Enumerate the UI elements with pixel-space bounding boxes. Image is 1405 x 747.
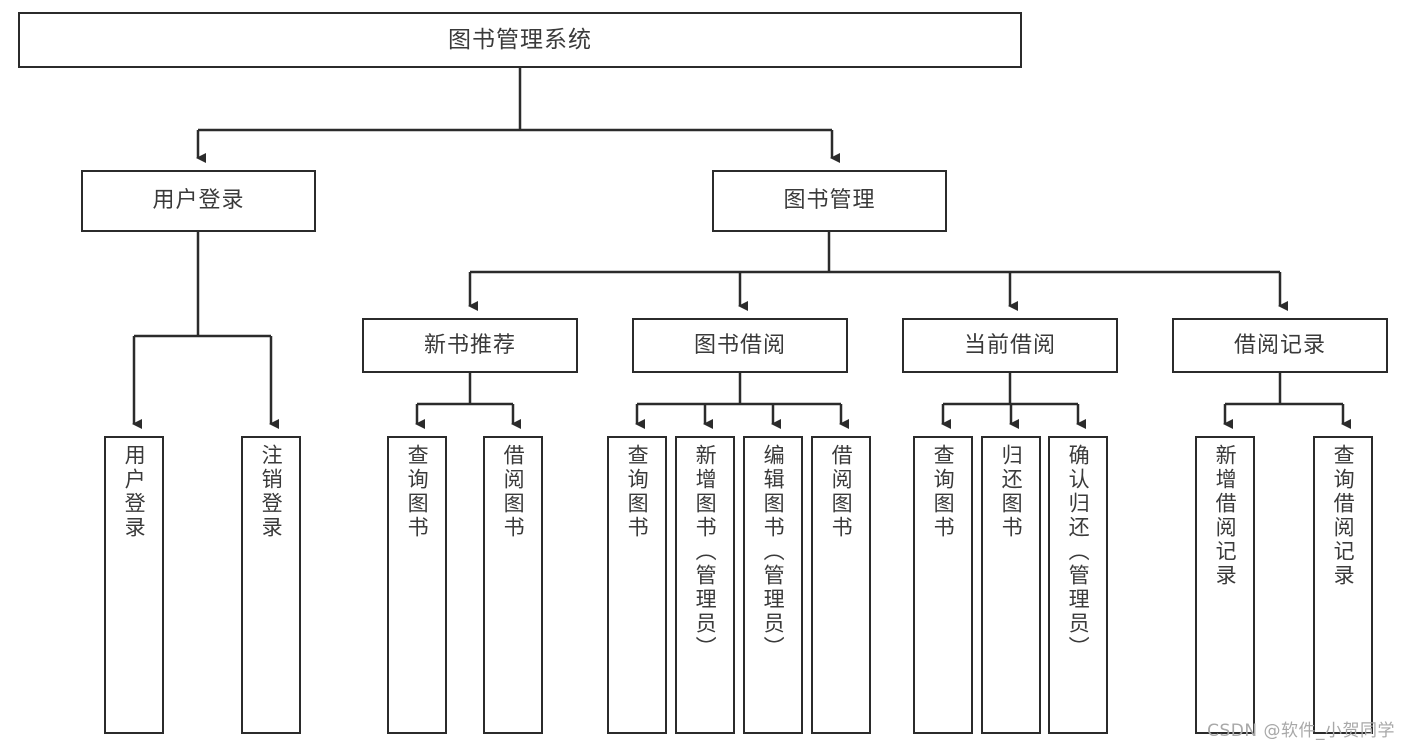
leaf-book-borrow-borrow-books[interactable]: 借阅图书 xyxy=(811,436,871,734)
node-label: 注销登录 xyxy=(259,444,284,540)
node-label: 用户登录 xyxy=(152,188,245,214)
leaf-user-login-logout[interactable]: 注销登录 xyxy=(241,436,301,734)
leaf-book-borrow-edit-book-admin[interactable]: 编辑图书（管理员） xyxy=(743,436,803,734)
leaf-current-borrow-confirm-return-admin[interactable]: 确认归还（管理员） xyxy=(1048,436,1108,734)
node-label: 新增借阅记录 xyxy=(1213,444,1238,588)
leaf-new-book-borrow-books[interactable]: 借阅图书 xyxy=(483,436,543,734)
node-label: 确认归还（管理员） xyxy=(1066,444,1091,660)
node-label: 查询图书 xyxy=(625,444,650,540)
node-label: 借阅记录 xyxy=(1233,332,1326,358)
node-label: 借阅图书 xyxy=(501,444,526,540)
node-label: 借阅图书 xyxy=(829,444,854,540)
node-label: 图书管理系统 xyxy=(448,26,592,53)
node-label: 图书借阅 xyxy=(693,332,786,358)
node-label: 查询图书 xyxy=(405,444,430,540)
node-label: 查询借阅记录 xyxy=(1331,444,1356,588)
node-label: 编辑图书（管理员） xyxy=(761,444,786,660)
leaf-book-borrow-query-books[interactable]: 查询图书 xyxy=(607,436,667,734)
node-current-borrowing[interactable]: 当前借阅 xyxy=(902,318,1118,373)
leaf-user-login-login[interactable]: 用户登录 xyxy=(104,436,164,734)
node-label: 查询图书 xyxy=(931,444,956,540)
node-label: 图书管理 xyxy=(783,188,876,214)
node-label: 新增图书（管理员） xyxy=(693,444,718,660)
node-borrowing-records[interactable]: 借阅记录 xyxy=(1172,318,1388,373)
leaf-book-borrow-add-book-admin[interactable]: 新增图书（管理员） xyxy=(675,436,735,734)
node-user-login[interactable]: 用户登录 xyxy=(81,170,316,232)
node-book-borrowing[interactable]: 图书借阅 xyxy=(632,318,848,373)
node-book-management[interactable]: 图书管理 xyxy=(712,170,947,232)
leaf-borrow-record-add-record[interactable]: 新增借阅记录 xyxy=(1195,436,1255,734)
leaf-current-borrow-query-books[interactable]: 查询图书 xyxy=(913,436,973,734)
node-root-book-management-system[interactable]: 图书管理系统 xyxy=(18,12,1022,68)
csdn-watermark: CSDN @软件_小贺同学 xyxy=(1207,721,1395,741)
node-label: 新书推荐 xyxy=(423,332,516,358)
leaf-new-book-query-books[interactable]: 查询图书 xyxy=(387,436,447,734)
node-label: 当前借阅 xyxy=(963,332,1056,358)
leaf-borrow-record-query-record[interactable]: 查询借阅记录 xyxy=(1313,436,1373,734)
node-label: 用户登录 xyxy=(122,444,147,540)
leaf-current-borrow-return-books[interactable]: 归还图书 xyxy=(981,436,1041,734)
node-label: 归还图书 xyxy=(999,444,1024,540)
node-new-book-recommendation[interactable]: 新书推荐 xyxy=(362,318,578,373)
